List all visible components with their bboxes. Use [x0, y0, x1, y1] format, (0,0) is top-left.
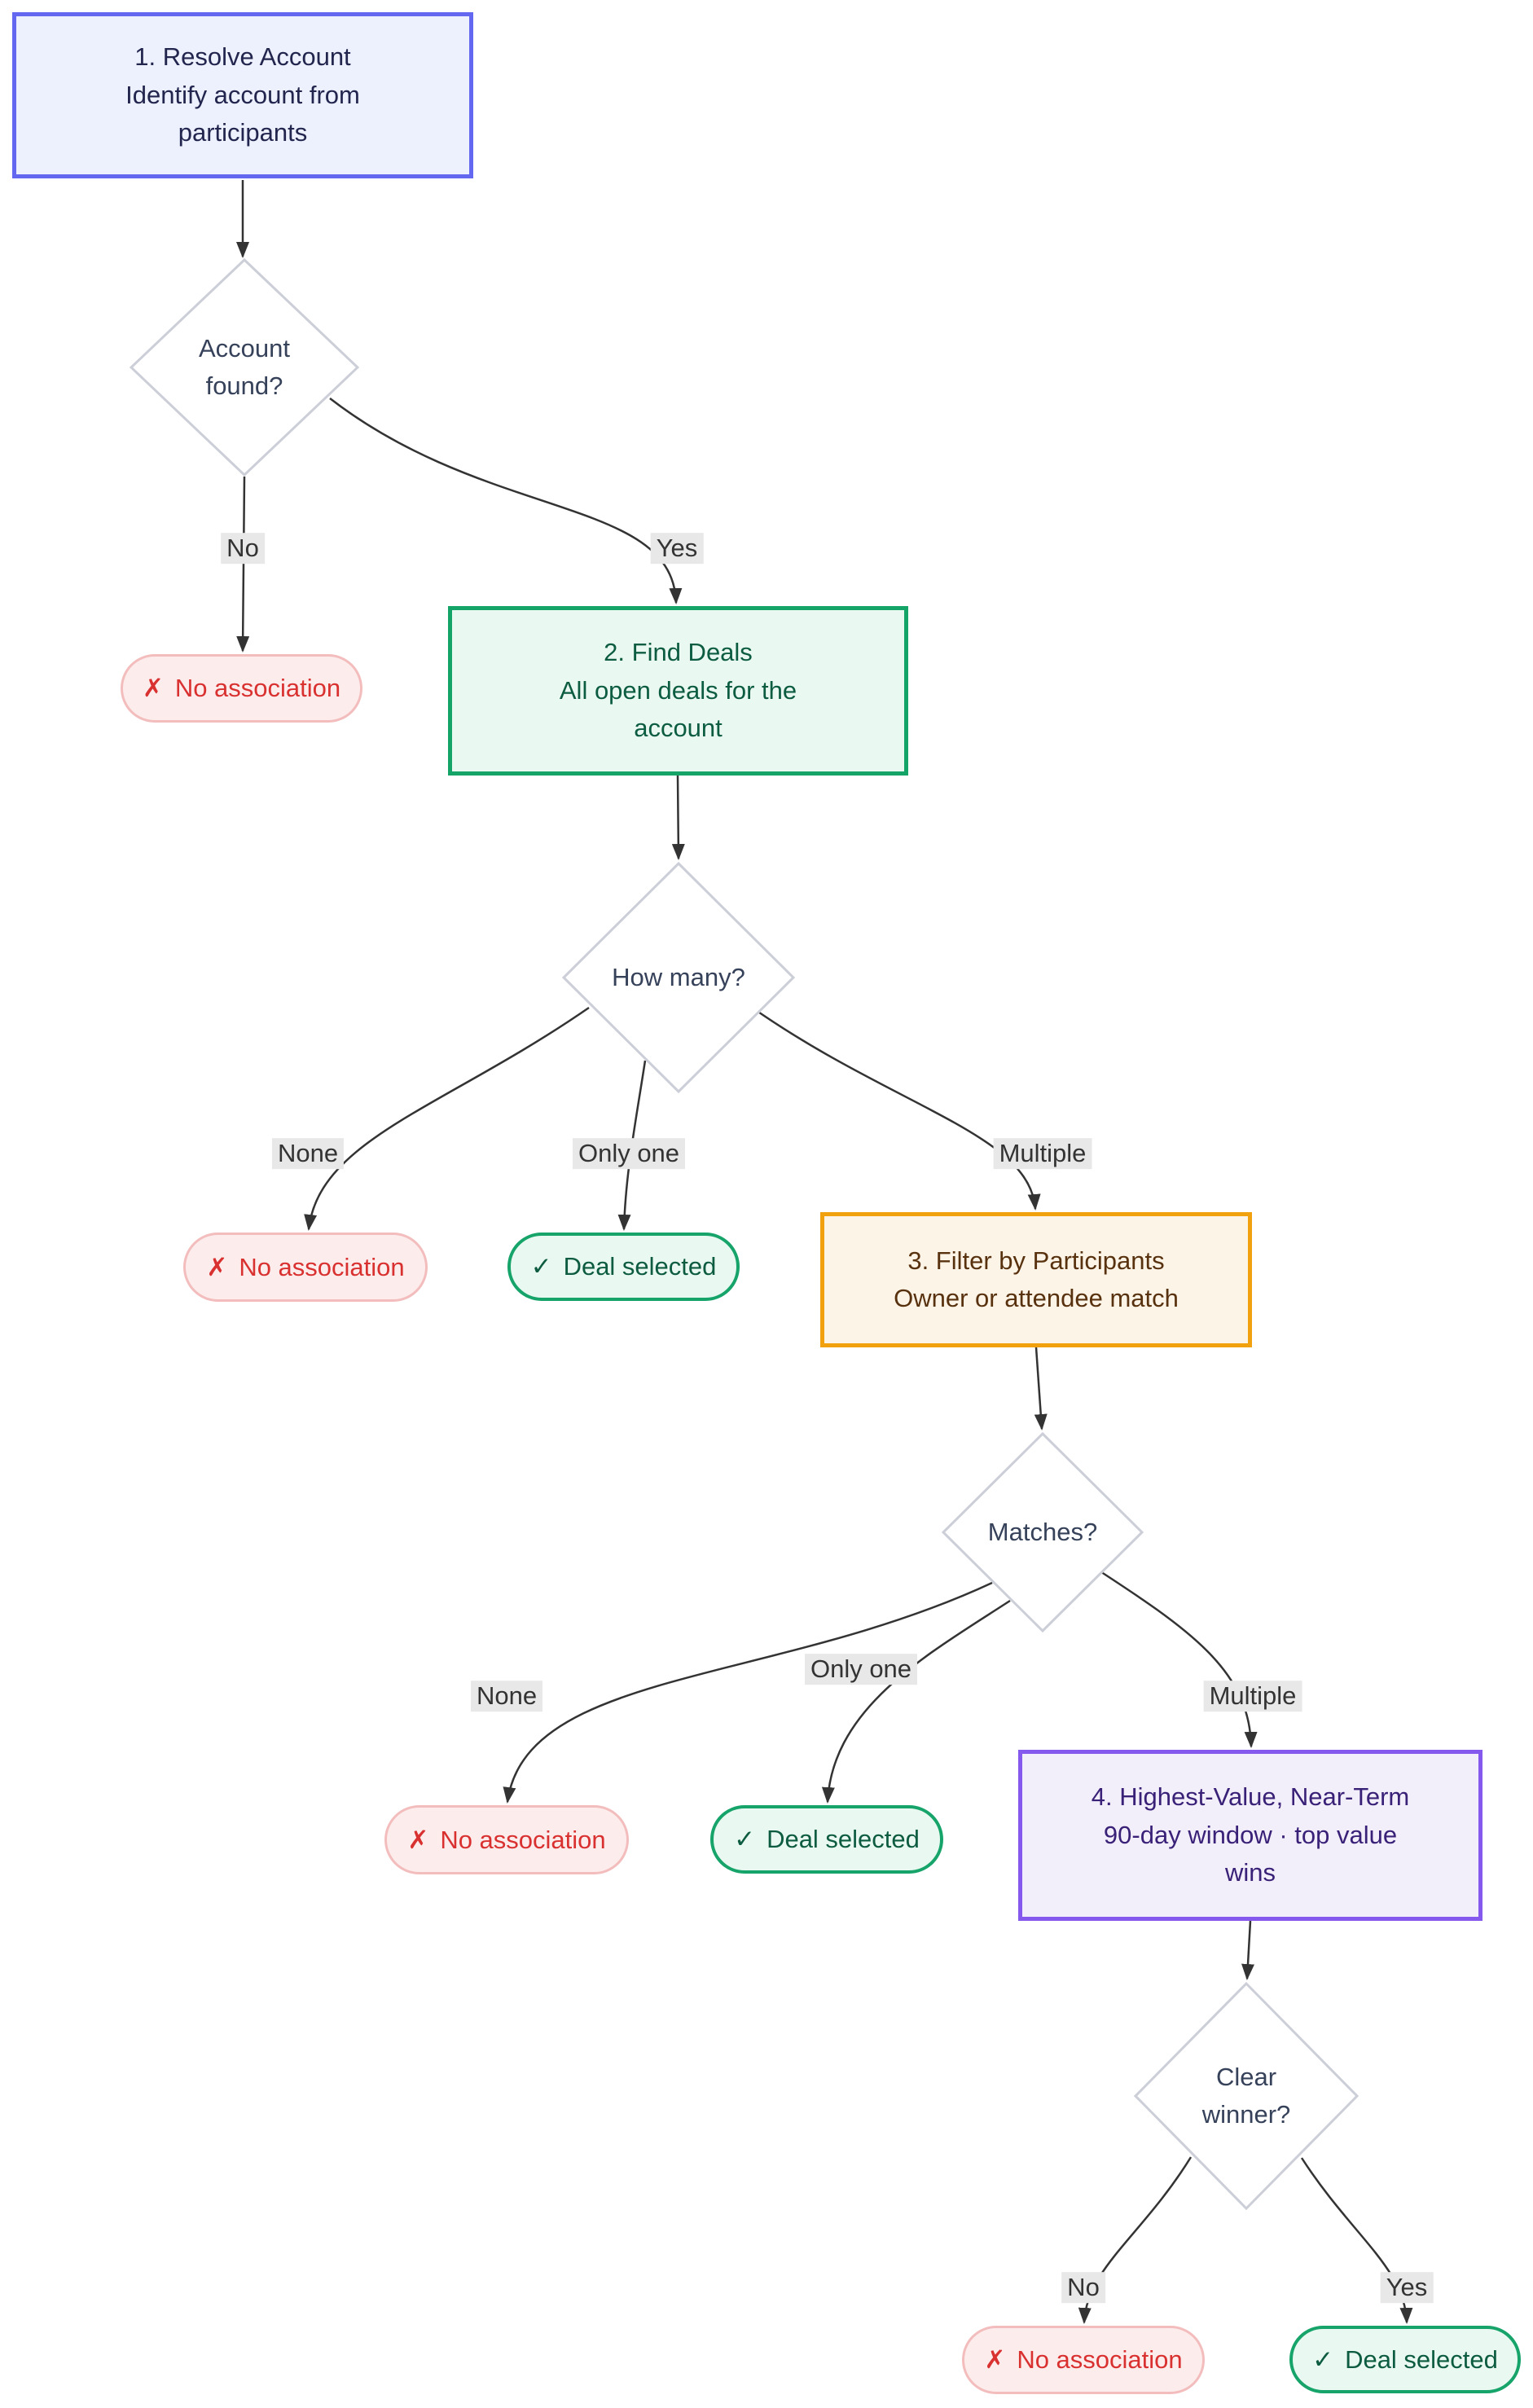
- cross-icon: ✗: [984, 2345, 1006, 2375]
- edge-matches-multiple: [1091, 1564, 1258, 1748]
- step4-desc: 90-day window · top value wins: [1103, 1820, 1398, 1887]
- edge-how-many-none: [304, 1006, 590, 1231]
- edge-label-none-2: None: [470, 1681, 543, 1712]
- edge-label-multiple-2: Multiple: [1203, 1681, 1302, 1712]
- decision-clear-winner: Clear winner?: [1134, 1982, 1359, 2210]
- cross-icon: ✗: [142, 674, 164, 703]
- edge-matches-only-one: [821, 1599, 1011, 1804]
- result-deal-selected-3-label: Deal selected: [1345, 2344, 1498, 2374]
- result-no-association-2-label: No association: [239, 1252, 405, 1281]
- step1-title: 1. Resolve Account: [134, 42, 351, 72]
- edge-step2-to-how-many: [671, 775, 685, 860]
- step2-title: 2. Find Deals: [604, 638, 753, 667]
- edge-label-no-2: No: [1061, 2272, 1105, 2303]
- step4-highest-value-box: 4. Highest-Value, Near-Term 90-day windo…: [1018, 1750, 1482, 1921]
- decision-matches-label: Matches?: [987, 1517, 1098, 1546]
- cross-icon: ✗: [206, 1252, 228, 1281]
- decision-how-many-label: How many?: [612, 962, 745, 991]
- edge-label-only-one-2: Only one: [804, 1654, 918, 1685]
- step1-resolve-account-box: 1. Resolve Account Identify account from…: [12, 12, 473, 178]
- result-no-association-1-label: No association: [174, 674, 341, 703]
- result-deal-selected-1-label: Deal selected: [563, 1252, 717, 1281]
- edge-label-yes-2: Yes: [1380, 2272, 1434, 2303]
- edge-how-many-multiple: [753, 1007, 1041, 1211]
- check-icon: ✓: [1312, 2344, 1334, 2374]
- edge-label-yes-1: Yes: [650, 533, 704, 564]
- diamond-shape: [562, 862, 795, 1093]
- edge-step4-to-clear-winner: [1241, 1920, 1254, 1980]
- edge-account-found-no: [236, 476, 250, 653]
- result-no-association-2: ✗ No association: [183, 1233, 428, 1302]
- edge-matches-none: [503, 1581, 993, 1804]
- decision-how-many: How many?: [562, 862, 795, 1093]
- edge-label-only-one-1: Only one: [572, 1138, 686, 1169]
- decision-clear-winner-label: Clear winner?: [1201, 2062, 1291, 2129]
- check-icon: ✓: [530, 1252, 552, 1281]
- cross-icon: ✗: [407, 1825, 429, 1854]
- diamond-shape: [942, 1432, 1144, 1632]
- step2-find-deals-box: 2. Find Deals All open deals for the acc…: [448, 606, 908, 776]
- step3-desc: Owner or attendee match: [894, 1284, 1179, 1312]
- edge-account-found-yes: [329, 398, 683, 604]
- result-no-association-3: ✗ No association: [384, 1805, 629, 1874]
- decision-matches: Matches?: [942, 1432, 1144, 1632]
- result-no-association-4: ✗ No association: [962, 2326, 1205, 2394]
- check-icon: ✓: [734, 1825, 756, 1854]
- result-deal-selected-1: ✓ Deal selected: [507, 1233, 740, 1301]
- step3-filter-participants-box: 3. Filter by Participants Owner or atten…: [820, 1212, 1252, 1347]
- result-deal-selected-2-label: Deal selected: [766, 1825, 920, 1854]
- step3-title: 3. Filter by Participants: [907, 1246, 1165, 1275]
- step4-title: 4. Highest-Value, Near-Term: [1091, 1782, 1410, 1812]
- edge-label-none-1: None: [271, 1138, 345, 1169]
- step2-desc: All open deals for the account: [559, 675, 797, 743]
- edge-label-no-1: No: [221, 533, 265, 564]
- result-no-association-1: ✗ No association: [121, 654, 362, 723]
- edge-step3-to-matches: [1034, 1347, 1048, 1430]
- edge-label-multiple-1: Multiple: [993, 1138, 1092, 1169]
- diamond-shape: [130, 258, 359, 477]
- diamond-shape: [1134, 1982, 1359, 2210]
- result-deal-selected-3: ✓ Deal selected: [1289, 2326, 1521, 2393]
- result-deal-selected-2: ✓ Deal selected: [710, 1805, 943, 1874]
- decision-account-found-label: Account found?: [198, 333, 290, 401]
- result-no-association-4-label: No association: [1017, 2345, 1183, 2375]
- result-no-association-3-label: No association: [440, 1825, 606, 1854]
- step1-desc: Identify account from participants: [125, 80, 360, 147]
- decision-account-found: Account found?: [130, 258, 359, 477]
